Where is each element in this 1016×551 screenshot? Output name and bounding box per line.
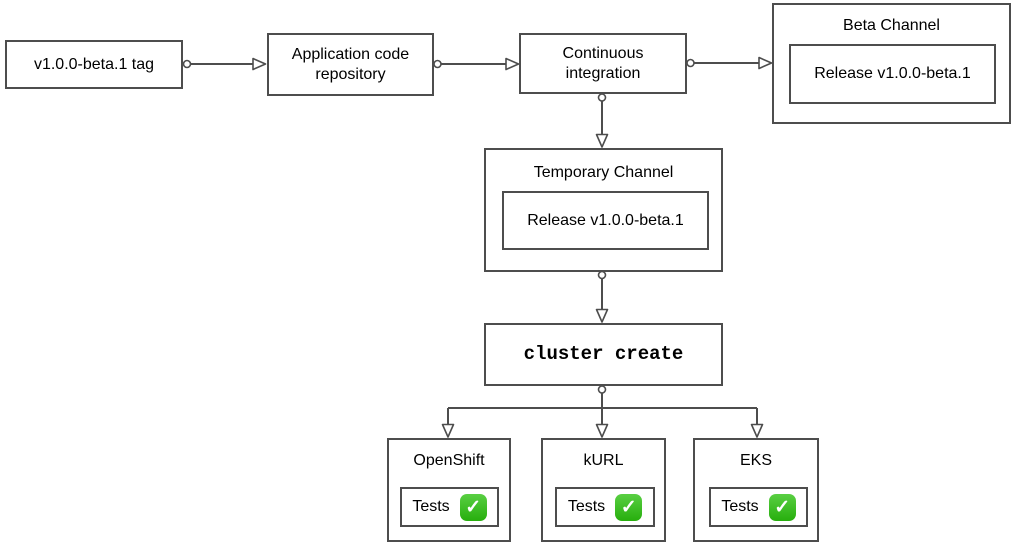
- temporary-channel-release-box: Release v1.0.0-beta.1: [502, 191, 709, 250]
- node-eks: EKS Tests ✓: [693, 438, 819, 542]
- openshift-title: OpenShift: [413, 452, 485, 469]
- temporary-channel-release-label: Release v1.0.0-beta.1: [527, 211, 684, 229]
- node-openshift: OpenShift Tests ✓: [387, 438, 511, 542]
- check-mark-button-icon: ✓: [615, 493, 643, 521]
- node-cluster-create: cluster create: [484, 323, 723, 386]
- connector-ci-to-temp-channel: [595, 93, 609, 148]
- node-version-tag: v1.0.0-beta.1 tag: [5, 40, 183, 89]
- node-temporary-channel: Temporary Channel Release v1.0.0-beta.1: [484, 148, 723, 272]
- version-tag-label: v1.0.0-beta.1 tag: [33, 55, 155, 73]
- kurl-tests-label: Tests: [567, 498, 606, 515]
- openshift-tests-box: Tests ✓: [400, 487, 499, 527]
- connector-ci-to-beta-channel: [686, 56, 773, 70]
- temporary-channel-title: Temporary Channel: [533, 164, 674, 181]
- connector-cluster-create-to-test-clusters: [441, 385, 764, 438]
- node-beta-channel: Beta Channel Release v1.0.0-beta.1: [772, 3, 1011, 124]
- application-code-repository-label: Application code repository: [291, 45, 410, 83]
- eks-title: EKS: [739, 452, 772, 469]
- beta-channel-title: Beta Channel: [843, 17, 940, 34]
- kurl-title: kURL: [583, 452, 624, 469]
- eks-tests-box: Tests ✓: [709, 487, 808, 527]
- beta-channel-release-label: Release v1.0.0-beta.1: [814, 65, 971, 82]
- node-kurl: kURL Tests ✓: [541, 438, 666, 542]
- eks-tests-label: Tests: [721, 498, 759, 515]
- beta-channel-release-box: Release v1.0.0-beta.1: [789, 44, 996, 104]
- continuous-integration-label: Continuous integration: [562, 44, 644, 82]
- check-mark-button-icon: ✓: [459, 493, 487, 521]
- connector-tag-to-repo: [182, 57, 267, 71]
- cluster-create-label: cluster create: [523, 342, 684, 365]
- node-continuous-integration: Continuous integration: [519, 33, 687, 94]
- connector-repo-to-ci: [433, 57, 520, 71]
- kurl-tests-box: Tests ✓: [555, 487, 655, 527]
- check-mark-button-icon: ✓: [768, 493, 796, 521]
- connector-temp-channel-to-cluster-create: [595, 270, 609, 323]
- node-application-code-repository: Application code repository: [267, 33, 434, 96]
- openshift-tests-label: Tests: [412, 498, 450, 515]
